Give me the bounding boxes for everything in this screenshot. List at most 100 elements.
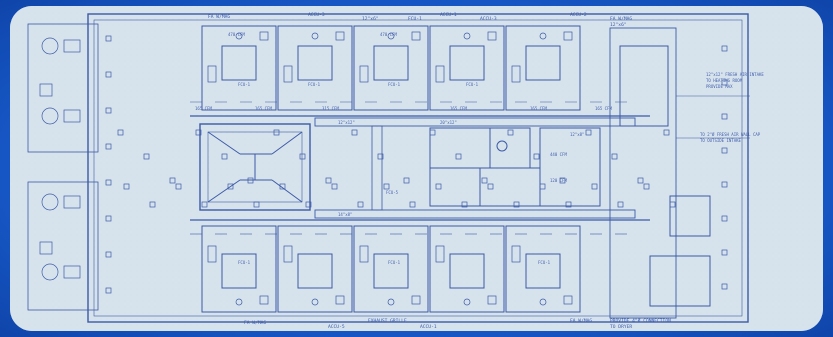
hvac-symbols: [39, 31, 728, 306]
top-room-bed: [221, 45, 257, 81]
top-room-row: [201, 25, 581, 111]
bottom-room-row: [201, 225, 581, 313]
ceiling-device: [221, 153, 228, 160]
label-cfm-7: 470 CFM: [380, 32, 397, 37]
bottom-room-bed: [373, 253, 409, 289]
top-room-bed: [525, 45, 561, 81]
fan-coil-unit: [359, 65, 369, 83]
blueprint-sheet: FA W/MAG ACCU-3 12"x6" FCU-1 ACCU-1 ACCU…: [10, 6, 823, 331]
diffuser: [235, 298, 243, 306]
fan-coil-unit: [283, 65, 293, 83]
bottom-room: [505, 225, 581, 313]
wall-device: [105, 71, 112, 78]
label-cfm-5: 165 CFM: [595, 106, 612, 111]
air-handler: [39, 241, 53, 255]
label-cfm-4: 165 CFM: [530, 106, 547, 111]
ceiling-device: [507, 129, 514, 136]
label-fcu-0: FCU-1: [238, 82, 251, 87]
label-bottom-0: FA W/MAG: [244, 320, 266, 326]
ceiling-device: [539, 183, 546, 190]
diffuser: [387, 298, 395, 306]
building-outline-inner: [93, 19, 743, 317]
ceiling-device: [195, 129, 202, 136]
fan-coil-unit: [283, 245, 293, 263]
bottom-room-bed: [221, 253, 257, 289]
supply-duct-south: [314, 209, 636, 219]
label-fcu-6: FCU-1: [388, 260, 401, 265]
label-fcu-4: FCU-5: [386, 190, 399, 195]
label-cfm-9: 120 CFM: [550, 178, 567, 183]
ceiling-device: [663, 129, 670, 136]
wing-unit: [63, 39, 81, 53]
label-bottom-4: FA W/MAG: [570, 318, 592, 324]
ceiling-device: [643, 183, 650, 190]
diffuser: [463, 32, 471, 40]
label-cfm-2: 315 CFM: [322, 106, 339, 111]
grille: [411, 295, 421, 305]
label-top-0: FA W/MAG: [208, 14, 230, 20]
wall-device: [105, 35, 112, 42]
fan-coil-unit: [207, 65, 217, 83]
fan-coil-unit: [359, 245, 369, 263]
ceiling-device: [585, 129, 592, 136]
floor-drain: [496, 140, 508, 152]
bottom-room-bed: [297, 253, 333, 289]
label-top-3: FCU-1: [408, 16, 422, 22]
label-fcu-5: FCU-1: [238, 260, 251, 265]
ceiling-device: [325, 177, 332, 184]
diffuser: [235, 32, 243, 40]
top-room: [353, 25, 429, 111]
wall-device: [721, 283, 728, 290]
top-room-bed: [297, 45, 333, 81]
label-cfm-0: 165 CFM: [195, 106, 212, 111]
label-right-4: TO OUTSIDE INTAKE: [700, 138, 742, 143]
wing-unit: [63, 109, 81, 123]
bottom-room: [277, 225, 353, 313]
ceiling-device: [299, 153, 306, 160]
ceiling-device: [175, 183, 182, 190]
ceiling-device: [169, 177, 176, 184]
label-fcu-3: FCU-1: [466, 82, 479, 87]
fan-coil-unit: [435, 245, 445, 263]
ceiling-device: [331, 183, 338, 190]
grille: [411, 31, 421, 41]
ceiling-device: [273, 129, 280, 136]
label-top-7: 12"x6": [610, 22, 627, 28]
plan-labels: FA W/MAG ACCU-3 12"x6" FCU-1 ACCU-1 ACCU…: [195, 12, 764, 330]
label-fcu-7: FCU-1: [538, 260, 551, 265]
wall-device: [721, 113, 728, 120]
hvac-floor-plan: FA W/MAG ACCU-3 12"x6" FCU-1 ACCU-1 ACCU…: [10, 6, 823, 331]
label-right-1: TO HEATING ROOM: [706, 78, 743, 83]
wall-device: [105, 287, 112, 294]
ceiling-device: [247, 177, 254, 184]
ceiling-device: [669, 201, 676, 208]
courtyard-diag-3: [207, 179, 241, 203]
label-cfm-3: 165 CFM: [450, 106, 467, 111]
ceiling-device: [461, 201, 468, 208]
label-duct-0: 12"x12": [338, 120, 355, 125]
label-cfm-1: 165 CFM: [255, 106, 272, 111]
ceiling-device: [143, 153, 150, 160]
wall-device: [721, 181, 728, 188]
ceiling-device: [383, 183, 390, 190]
label-fcu-1: FCU-1: [308, 82, 321, 87]
courtyard-diag-4: [271, 179, 303, 203]
round-table: [41, 193, 59, 211]
ceiling-device: [487, 183, 494, 190]
label-fcu-2: FCU-1: [388, 82, 401, 87]
diffuser: [387, 32, 395, 40]
grille: [563, 295, 573, 305]
service-room-5: [539, 127, 601, 207]
label-top-2: 12"x6": [362, 16, 379, 22]
bottom-room: [429, 225, 505, 313]
diffuser: [463, 298, 471, 306]
wall-device: [721, 45, 728, 52]
label-top-8: ACCU-3: [480, 16, 497, 22]
fan-coil-unit: [511, 65, 521, 83]
round-table: [41, 263, 59, 281]
label-bottom-1: ACCU-5: [328, 324, 345, 330]
ceiling-device: [637, 177, 644, 184]
ceiling-device: [123, 183, 130, 190]
ceiling-device: [455, 153, 462, 160]
